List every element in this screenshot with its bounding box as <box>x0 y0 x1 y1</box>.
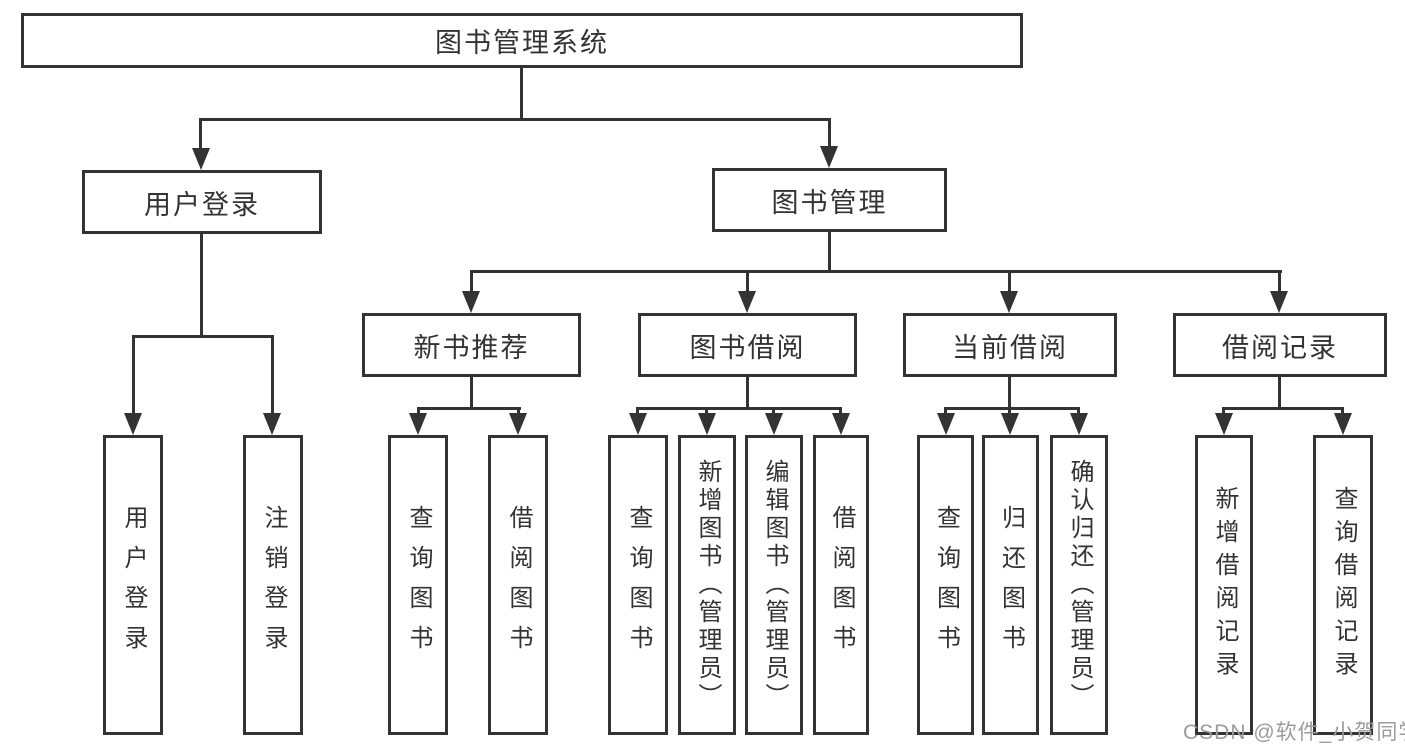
node-new-book-recommend: 新书推荐 <box>362 313 581 377</box>
connector-line <box>746 377 749 407</box>
node-user-login: 用户登录 <box>82 170 322 234</box>
node-label: 图书借阅 <box>689 332 806 363</box>
leaf-add-book-admin: 新增图书（管理员） <box>678 435 736 735</box>
node-label: 用户登录 <box>144 189 260 220</box>
leaf-label: 编辑图书（管理员） <box>761 459 788 711</box>
leaf-label: 查询图书 <box>405 505 432 665</box>
node-current-borrow: 当前借阅 <box>903 313 1117 377</box>
leaf-query-borrow-record: 查询借阅记录 <box>1313 435 1373 735</box>
connector-line <box>470 270 473 291</box>
arrowhead-down-icon <box>124 413 142 435</box>
arrowhead-down-icon <box>509 413 527 435</box>
arrowhead-down-icon <box>1270 291 1288 313</box>
arrowhead-down-icon <box>1070 413 1088 435</box>
arrowhead-down-icon <box>937 413 955 435</box>
arrowhead-down-icon <box>1000 291 1018 313</box>
connector-line <box>944 407 1080 410</box>
arrowhead-down-icon <box>738 291 756 313</box>
connector-line <box>1222 407 1344 410</box>
leaf-label: 归还图书 <box>997 505 1025 665</box>
connector-line <box>839 407 842 413</box>
connector-line <box>470 377 473 407</box>
arrowhead-down-icon <box>1001 413 1019 435</box>
leaf-add-borrow-record: 新增借阅记录 <box>1195 435 1253 735</box>
node-label: 图书管理系统 <box>435 28 609 58</box>
leaf-label: 新增图书（管理员） <box>694 459 721 711</box>
connector-line <box>1077 407 1080 413</box>
connector-line <box>1222 407 1225 413</box>
connector-line <box>132 335 135 413</box>
node-root-library-system: 图书管理系统 <box>21 13 1023 68</box>
leaf-query-book-recommend: 查询图书 <box>388 435 448 735</box>
connector-line <box>828 118 831 146</box>
leaf-label: 用户登录 <box>120 505 147 665</box>
node-borrow-record: 借阅记录 <box>1173 313 1387 377</box>
connector-line <box>199 118 202 148</box>
connector-line <box>636 407 842 410</box>
connector-line <box>1341 407 1344 413</box>
connector-line <box>772 407 775 413</box>
leaf-edit-book-admin: 编辑图书（管理员） <box>745 435 803 735</box>
leaf-query-book-borrow: 查询图书 <box>608 435 668 735</box>
leaf-return-book: 归还图书 <box>982 435 1039 735</box>
connector-line <box>132 335 274 338</box>
connector-line <box>636 407 639 413</box>
leaf-label: 查询借阅记录 <box>1330 486 1357 684</box>
leaf-label: 查询图书 <box>625 505 652 665</box>
connector-line <box>470 270 1282 273</box>
connector-line <box>944 407 947 413</box>
arrowhead-down-icon <box>1334 413 1352 435</box>
connector-line <box>828 232 831 270</box>
connector-line <box>1008 377 1011 407</box>
arrowhead-down-icon <box>462 291 480 313</box>
leaf-borrow-book: 借阅图书 <box>813 435 869 735</box>
arrowhead-down-icon <box>629 413 647 435</box>
arrowhead-down-icon <box>192 148 210 170</box>
connector-line <box>1008 270 1011 291</box>
connector-line <box>746 270 749 291</box>
connector-line <box>200 234 203 335</box>
node-label: 图书管理 <box>771 187 888 218</box>
csdn-watermark: CSDN @软件_小贺同学 <box>1183 721 1405 744</box>
leaf-label: 新增借阅记录 <box>1211 486 1238 684</box>
connector-line <box>517 407 520 413</box>
connector-line <box>199 118 831 121</box>
node-label: 新书推荐 <box>413 332 530 363</box>
connector-line <box>417 407 420 413</box>
leaf-user-login: 用户登录 <box>103 435 163 735</box>
arrowhead-down-icon <box>832 413 850 435</box>
node-book-management: 图书管理 <box>712 168 947 232</box>
connector-line <box>1278 270 1281 291</box>
connector-line <box>417 407 521 410</box>
leaf-query-book-current: 查询图书 <box>917 435 974 735</box>
arrowhead-down-icon <box>698 413 716 435</box>
leaf-label: 查询图书 <box>932 505 960 665</box>
node-book-borrow: 图书借阅 <box>638 313 857 377</box>
connector-line <box>1278 377 1281 407</box>
arrowhead-down-icon <box>820 146 838 168</box>
connector-line <box>271 335 274 413</box>
arrowhead-down-icon <box>765 413 783 435</box>
leaf-borrow-book-recommend: 借阅图书 <box>488 435 548 735</box>
leaf-confirm-return-admin: 确认归还（管理员） <box>1050 435 1108 735</box>
node-label: 借阅记录 <box>1222 332 1338 363</box>
leaf-label: 确认归还（管理员） <box>1066 459 1093 711</box>
arrowhead-down-icon <box>1215 413 1233 435</box>
connector-line <box>1008 407 1011 413</box>
leaf-label: 注销登录 <box>260 505 287 665</box>
connector-line <box>520 68 523 118</box>
arrowhead-down-icon <box>409 413 427 435</box>
leaf-label: 借阅图书 <box>505 505 532 665</box>
connector-line <box>705 407 708 413</box>
leaf-logout: 注销登录 <box>243 435 303 735</box>
node-label: 当前借阅 <box>952 332 1068 363</box>
arrowhead-down-icon <box>263 413 281 435</box>
leaf-label: 借阅图书 <box>828 505 855 665</box>
